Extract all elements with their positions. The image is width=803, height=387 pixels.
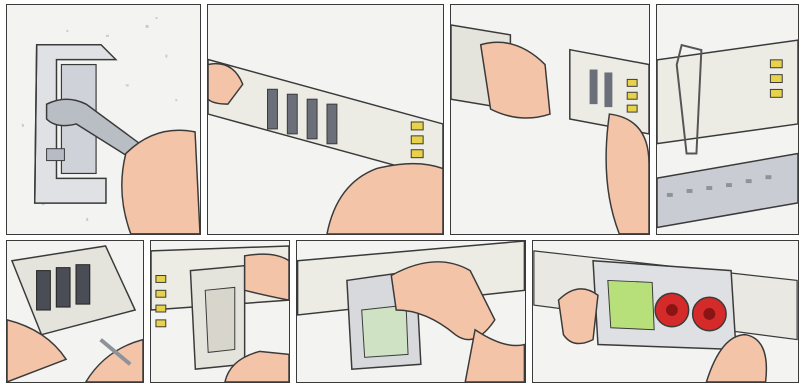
panel-socket-unit-attach [150,240,290,383]
socket-unit-illustration [151,241,289,382]
panel-screw-terminal-wiring [6,240,144,383]
wall-bracket-illustration [7,5,200,234]
module-insertion-illustration [451,5,649,234]
busbar-mounting-illustration [208,5,443,234]
panel-module-insertion [450,4,650,235]
cover-slide-illustration [297,241,525,382]
panel-wall-bracket [6,4,201,235]
panel-socket-box-installed [532,240,799,383]
screw-terminal-illustration [7,241,143,382]
panel-rail-clamp [656,4,799,235]
rail-clamp-illustration [657,5,798,234]
socket-box-illustration [533,241,798,382]
panel-cover-slide [296,240,526,383]
panel-busbar-mounting [207,4,444,235]
